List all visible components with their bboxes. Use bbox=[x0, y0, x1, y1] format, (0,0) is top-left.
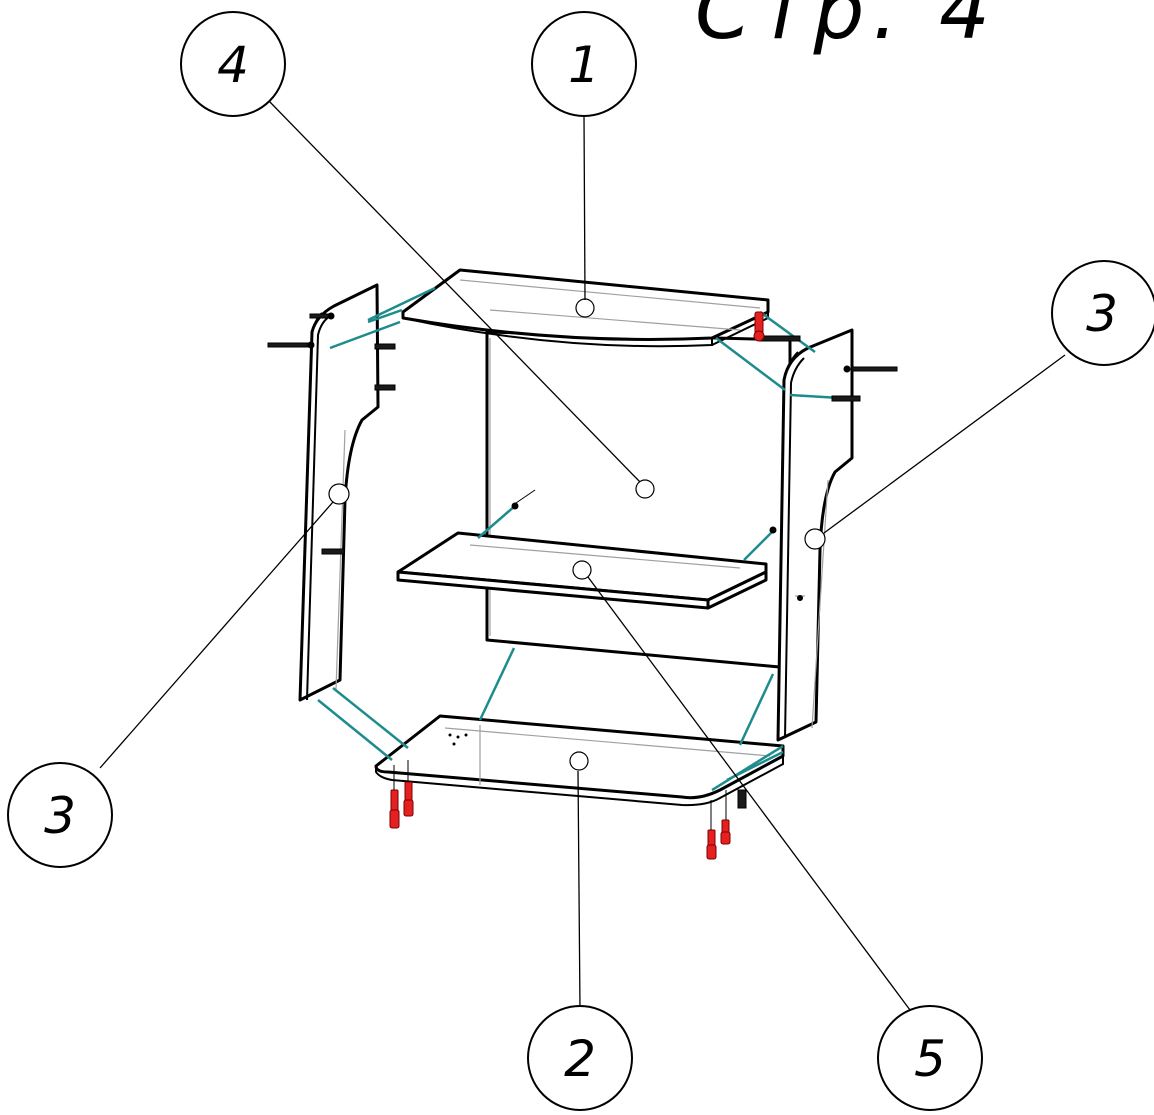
screw-icon bbox=[403, 760, 414, 817]
anchor-part-4 bbox=[635, 479, 655, 499]
confirmat-bolts bbox=[267, 312, 898, 809]
callout-3-left: 3 bbox=[7, 762, 113, 868]
confirmat-bolt-icon bbox=[843, 365, 898, 373]
leader-5 bbox=[587, 576, 911, 1011]
red-fittings bbox=[389, 311, 765, 860]
svg-text:4: 4 bbox=[217, 36, 249, 94]
screw-icon bbox=[720, 790, 731, 845]
screw-icon bbox=[389, 765, 400, 829]
bottom-panel bbox=[374, 714, 785, 807]
anchor-part-2 bbox=[569, 751, 589, 771]
top-panel bbox=[401, 268, 770, 348]
shelf-panel bbox=[396, 531, 768, 610]
anchor-part-3-left bbox=[328, 483, 350, 505]
svg-text:5: 5 bbox=[914, 1030, 946, 1088]
svg-text:2: 2 bbox=[564, 1030, 596, 1088]
leader-4 bbox=[267, 99, 641, 483]
dowel-icon bbox=[797, 595, 803, 601]
anchor-part-5 bbox=[572, 560, 592, 580]
page-header: Стр. 4 bbox=[695, 0, 998, 57]
leader-2 bbox=[577, 770, 581, 1011]
confirmat-bolt-icon bbox=[737, 789, 747, 809]
svg-text:3: 3 bbox=[1086, 285, 1118, 343]
back-panel bbox=[485, 330, 792, 670]
confirmat-bolt-icon bbox=[374, 343, 396, 350]
callout-3-right: 3 bbox=[1051, 260, 1154, 366]
callout-2: 2 bbox=[527, 1005, 633, 1111]
assembly-lines bbox=[317, 286, 841, 792]
leader-lines bbox=[99, 99, 1066, 1011]
anchor-part-1 bbox=[575, 298, 595, 318]
leader-1 bbox=[583, 114, 586, 301]
callout-5: 5 bbox=[877, 1005, 983, 1111]
confirmat-bolt-icon bbox=[759, 335, 801, 342]
svg-text:3: 3 bbox=[44, 787, 76, 845]
right-side-panel bbox=[776, 328, 854, 742]
confirmat-bolt-icon bbox=[267, 341, 315, 349]
svg-text:1: 1 bbox=[568, 36, 600, 94]
dowel-icon bbox=[511, 502, 519, 510]
leader-3-right bbox=[823, 354, 1066, 534]
anchor-part-3-right bbox=[804, 528, 826, 550]
confirmat-bolt-icon bbox=[831, 395, 861, 402]
confirmat-bolt-icon bbox=[321, 548, 345, 555]
screw-icon bbox=[706, 800, 717, 860]
cam-lock-icon bbox=[753, 311, 765, 342]
confirmat-bolt-icon bbox=[309, 312, 335, 320]
confirmat-bolt-icon bbox=[374, 384, 396, 391]
leader-3-left bbox=[99, 501, 334, 769]
callout-1: 1 bbox=[531, 11, 637, 117]
dowel-icon bbox=[769, 526, 777, 534]
callout-4: 4 bbox=[180, 11, 286, 117]
